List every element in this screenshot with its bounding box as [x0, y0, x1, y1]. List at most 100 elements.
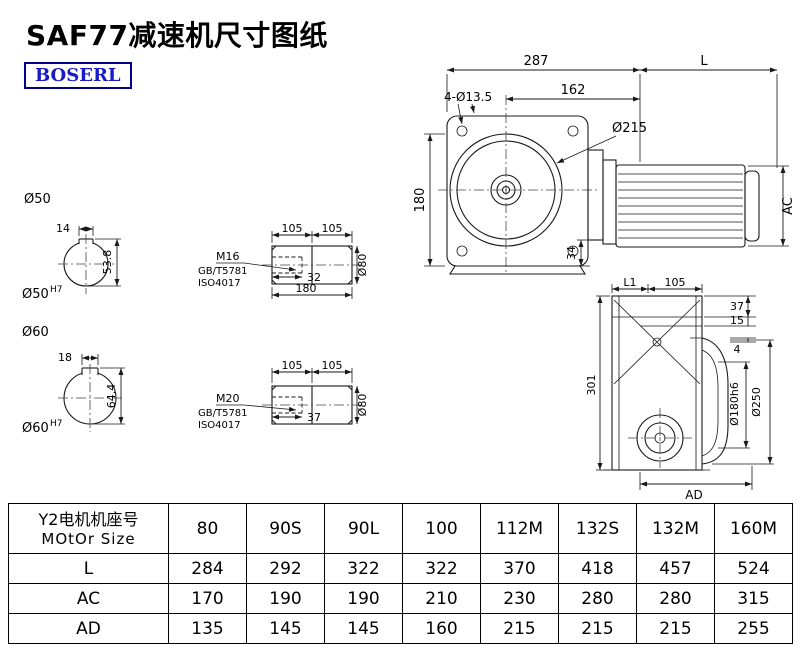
gearbox-side-view	[604, 295, 729, 471]
table-cell: 315	[714, 583, 793, 614]
std-gb-label: GB/T5781	[198, 266, 248, 277]
bore50-tol-sup: H7	[50, 285, 63, 295]
table-cell: 145	[246, 613, 325, 644]
dim-105b-label: 105	[322, 222, 343, 235]
bolt-hole	[567, 245, 579, 257]
dim-AC-label: AC	[781, 197, 796, 215]
table-cell: 135	[168, 613, 247, 644]
rib-lines	[613, 299, 701, 385]
table-row-AD: AD 135 145 145 160 215 215 215 255	[8, 613, 793, 644]
leader-line	[470, 103, 475, 114]
table-cell: 322	[324, 553, 403, 584]
dim-180-label: 180	[296, 282, 317, 295]
table-cell: 280	[636, 583, 715, 614]
dim-180h6-label: Ø180h6	[728, 382, 741, 426]
table-cell: 280	[558, 583, 637, 614]
dim-105a-label: 105	[282, 359, 303, 372]
size-column-header: 112M	[480, 503, 559, 554]
motor-size-header: Y2电机机座号 MOtOr Size	[8, 503, 169, 554]
size-column-header: 80	[168, 503, 247, 554]
dim-80-label: Ø80	[356, 394, 369, 417]
row-label: AC	[8, 583, 169, 614]
table-cell: 190	[246, 583, 325, 614]
shaft-view-m20: 105 105 M20 GB/T5781 ISO4017 37 Ø80	[198, 359, 369, 431]
table-row-L: L 284 292 322 322 370 418 457 524	[8, 553, 793, 584]
dim-AD-label: AD	[685, 488, 702, 502]
table-cell: 210	[402, 583, 481, 614]
front-view-dimensions: 287 L 162 4-Ø13.5 Ø215 180 34 AC	[413, 54, 796, 267]
dim-105-label: 105	[665, 276, 686, 289]
motor-fins	[618, 173, 743, 239]
std-iso-label: ISO4017	[198, 420, 241, 431]
motor-dimension-table: Y2电机机座号 MOtOr Size 80 90S 90L 100 112M 1…	[8, 503, 793, 644]
side-view-dimensions: L1 105 37 15 4 301 Ø180h6 Ø250 AD	[585, 276, 774, 502]
table-cell: 418	[558, 553, 637, 584]
dim-18-label: 18	[58, 351, 72, 364]
motor-adapter	[602, 159, 617, 245]
chamfers	[271, 385, 353, 425]
size-column-header: 90S	[246, 503, 325, 554]
motor-end-cap	[744, 170, 760, 242]
dim-105a-label: 105	[282, 222, 303, 235]
table-cell: 524	[714, 553, 793, 584]
gearbox-front-view	[438, 95, 600, 275]
leader-line	[457, 103, 464, 125]
size-column-header: 100	[402, 503, 481, 554]
row-label: L	[8, 553, 169, 584]
leader-line	[556, 135, 617, 164]
bore60-tol-label: Ø60	[22, 421, 49, 436]
dim-L1-label: L1	[623, 276, 636, 289]
page-title: SAF77减速机尺寸图纸	[26, 19, 328, 52]
bolt-hole	[567, 125, 579, 137]
size-column-header: 160M	[714, 503, 793, 554]
brand-logo: BOSERL	[24, 62, 132, 89]
bore-section-50: Ø50 14 53.8 Ø50 H7	[22, 192, 121, 302]
table-cell: 370	[480, 553, 559, 584]
table-row-AC: AC 170 190 190 210 230 280 280 315	[8, 583, 793, 614]
thread-m20-label: M20	[216, 392, 240, 405]
dim-162-label: 162	[561, 83, 586, 98]
motor-front-view	[587, 149, 760, 248]
bore50-tol-label: Ø50	[22, 287, 49, 302]
size-column-header: 132M	[636, 503, 715, 554]
dim-34-label: 34	[565, 246, 578, 260]
size-column-header: 132S	[558, 503, 637, 554]
table-cell: 230	[480, 583, 559, 614]
bore60-tol-sup: H7	[50, 419, 63, 429]
leader-line	[243, 404, 297, 412]
leader-line	[243, 262, 297, 272]
dim-37-label: 37	[730, 300, 744, 313]
bore60-label: Ø60	[22, 325, 49, 340]
dim-80-label: Ø80	[356, 254, 369, 277]
dim-215-label: Ø215	[612, 121, 647, 136]
dim-250-label: Ø250	[750, 387, 763, 417]
side-housing	[611, 295, 703, 471]
dim-105b-label: 105	[322, 359, 343, 372]
table-cell: 457	[636, 553, 715, 584]
table-cell: 215	[480, 613, 559, 644]
output-flange-profile	[701, 337, 729, 465]
table-cell: 160	[402, 613, 481, 644]
dim-14-label: 14	[56, 222, 70, 235]
shaft-view-m16: 105 105 M16 GB/T5781 ISO4017 32 180 Ø80	[198, 222, 369, 299]
std-gb-label: GB/T5781	[198, 408, 248, 419]
dim-287-label: 287	[524, 54, 549, 69]
table-cell: 215	[636, 613, 715, 644]
dim-32-label: 32	[307, 271, 321, 284]
dim-180-label: 180	[413, 188, 428, 213]
gearbox-housing	[446, 115, 589, 267]
bolt-hole	[456, 125, 468, 137]
dim-64.4-label: 64.4	[105, 384, 118, 409]
dim-4-label: 4	[734, 343, 741, 356]
std-iso-label: ISO4017	[198, 278, 241, 289]
table-cell: 322	[402, 553, 481, 584]
chamfers	[271, 245, 353, 285]
dim-L-label: L	[700, 54, 708, 69]
table-header-row: Y2电机机座号 MOtOr Size 80 90S 90L 100 112M 1…	[8, 503, 793, 554]
motor-size-header-cn: Y2电机机座号	[38, 509, 139, 529]
motor-size-header-en: MOtOr Size	[41, 530, 136, 549]
dim-53.8-label: 53.8	[101, 250, 114, 275]
table-cell: 190	[324, 583, 403, 614]
bore-section-60: Ø60 18 64.4 Ø60 H7	[22, 325, 125, 436]
dim-15-label: 15	[730, 314, 744, 327]
